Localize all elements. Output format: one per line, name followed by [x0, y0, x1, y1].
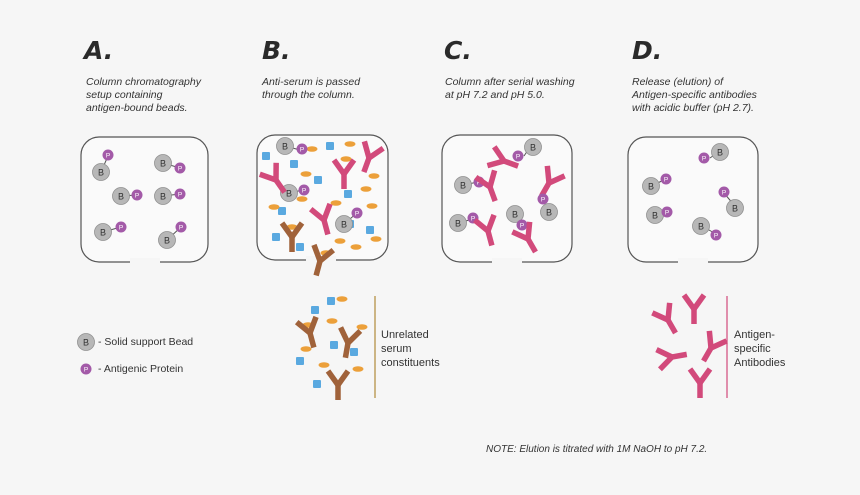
- legend-bead-label: - Solid support Bead: [98, 336, 194, 348]
- panel-d-caption: Release (elution) of Antigen-specific an…: [632, 76, 757, 114]
- specific-antibodies-label: Antigen- specific Antibodies: [734, 329, 786, 369]
- column-d-beads: [642, 143, 744, 241]
- legend-protein-icon: [80, 363, 92, 375]
- panel-d-letter: D.: [632, 36, 663, 65]
- panel-c-caption: Column after serial washing at pH 7.2 an…: [445, 76, 575, 101]
- column-a-beads: [92, 149, 187, 249]
- column-c: [441, 134, 573, 266]
- panel-a-letter: A.: [84, 36, 114, 65]
- column-b-mixture: [260, 137, 383, 279]
- column-c-bound: [449, 138, 565, 257]
- unrelated-constituents-label: Unrelated serum constituents: [381, 329, 440, 369]
- panel-b-caption: Anti-serum is passed through the column.: [262, 76, 361, 101]
- panel-a-caption: Column chromatography setup containing a…: [86, 76, 201, 114]
- legend-symbols: [77, 333, 95, 375]
- legend-protein-label: - Antigenic Protein: [98, 363, 184, 375]
- panel-b-letter: B.: [262, 36, 291, 65]
- column-a: [80, 136, 209, 266]
- column-d: [627, 136, 759, 266]
- unrelated-constituents-cluster: [296, 296, 376, 400]
- panel-c-letter: C.: [444, 36, 472, 65]
- legend-bead-icon: [77, 333, 95, 351]
- elution-note: NOTE: Elution is titrated with 1M NaOH t…: [486, 444, 708, 455]
- specific-antibodies-cluster: [652, 295, 727, 398]
